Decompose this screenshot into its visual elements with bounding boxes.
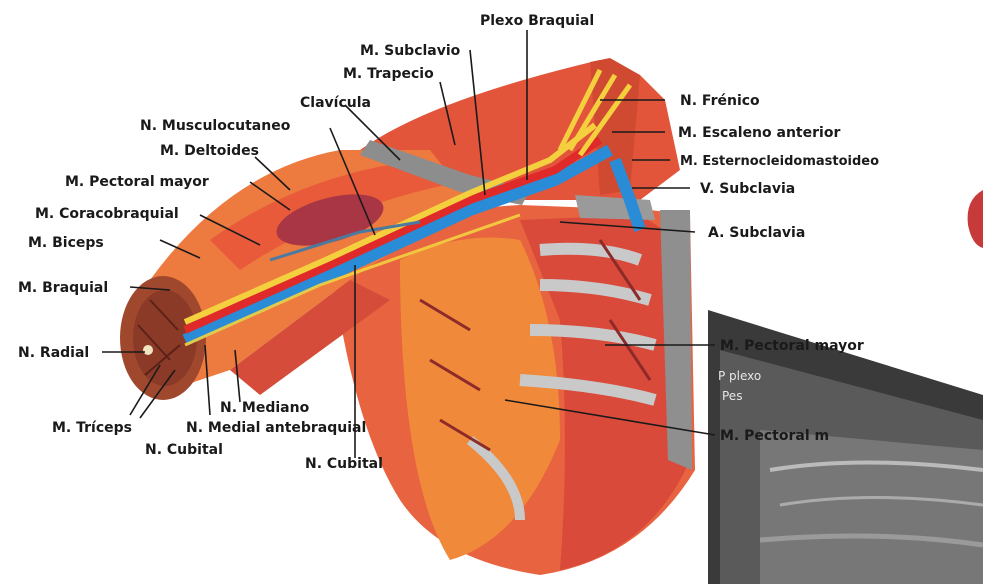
label-m-deltoides: M. Deltoides <box>160 143 259 159</box>
label-m-pectoral-mayor-right: M. Pectoral mayor <box>720 338 864 354</box>
label-m-esternocleidomastoideo: M. Esternocleidomastoideo <box>680 154 879 169</box>
label-m-braquial: M. Braquial <box>18 280 108 296</box>
label-n-cubital-a: N. Cubital <box>145 442 223 458</box>
first-rib-bone <box>575 195 655 220</box>
partial-organ-shape <box>968 190 983 248</box>
label-m-pectoral-mayor-left: M. Pectoral mayor <box>65 174 209 190</box>
label-v-subclavia: V. Subclavia <box>700 181 795 197</box>
label-m-trapecio: M. Trapecio <box>343 66 434 82</box>
chest-wall <box>330 205 695 575</box>
label-n-radial: N. Radial <box>18 345 89 361</box>
ultrasound-label-1: P plexo <box>718 369 761 383</box>
label-n-musculocutaneo: N. Musculocutaneo <box>140 118 291 134</box>
label-n-medial-antebraquial: N. Medial antebraquial <box>186 420 366 436</box>
label-m-escaleno-anterior: M. Escaleno anterior <box>678 125 840 141</box>
label-m-coracobraquial: M. Coracobraquial <box>35 206 179 222</box>
label-plexo-braquial: Plexo Braquial <box>480 13 594 29</box>
ultrasound-label-2: Pes <box>722 389 742 403</box>
label-m-subclavio: M. Subclavio <box>360 43 461 59</box>
label-m-biceps: M. Biceps <box>28 235 104 251</box>
label-n-frenico: N. Frénico <box>680 93 760 109</box>
label-n-mediano: N. Mediano <box>220 400 310 416</box>
label-clavicula: Clavícula <box>300 95 371 111</box>
label-m-pectoral-menor: M. Pectoral m <box>720 428 829 444</box>
label-n-cubital-b: N. Cubital <box>305 456 383 472</box>
label-a-subclavia: A. Subclavia <box>708 225 805 241</box>
label-m-triceps: M. Tríceps <box>52 420 132 436</box>
